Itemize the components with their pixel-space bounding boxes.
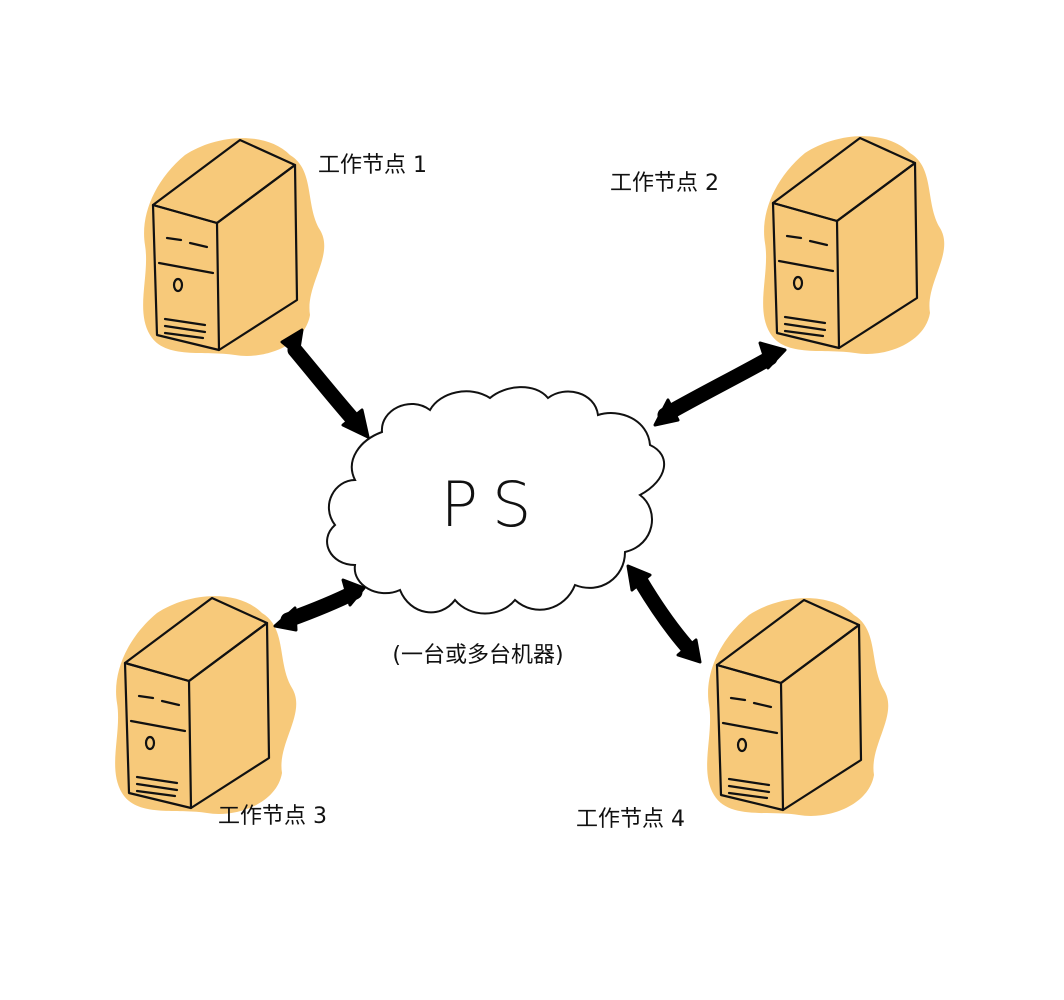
edge-node1-ps bbox=[280, 328, 370, 439]
edge-node4-ps bbox=[626, 564, 702, 664]
server-icon bbox=[114, 594, 298, 816]
node-label-3: 工作节点 3 bbox=[218, 804, 327, 829]
node-label-2: 工作节点 2 bbox=[610, 171, 719, 196]
server-node-1 bbox=[142, 136, 326, 358]
node-label-4: 工作节点 4 bbox=[576, 807, 685, 832]
ps-cloud: PS bbox=[326, 386, 666, 615]
server-node-4 bbox=[706, 596, 890, 818]
ps-note: (一台或多台机器) bbox=[392, 643, 563, 668]
edge-node3-ps bbox=[273, 578, 366, 632]
server-icon bbox=[706, 596, 890, 818]
ps-label: PS bbox=[441, 468, 546, 541]
server-icon bbox=[142, 136, 326, 358]
server-icon bbox=[762, 134, 946, 356]
server-node-2 bbox=[762, 134, 946, 356]
server-node-3 bbox=[114, 594, 298, 816]
node-label-1: 工作节点 1 bbox=[318, 153, 427, 178]
edge-node2-ps bbox=[653, 341, 787, 427]
